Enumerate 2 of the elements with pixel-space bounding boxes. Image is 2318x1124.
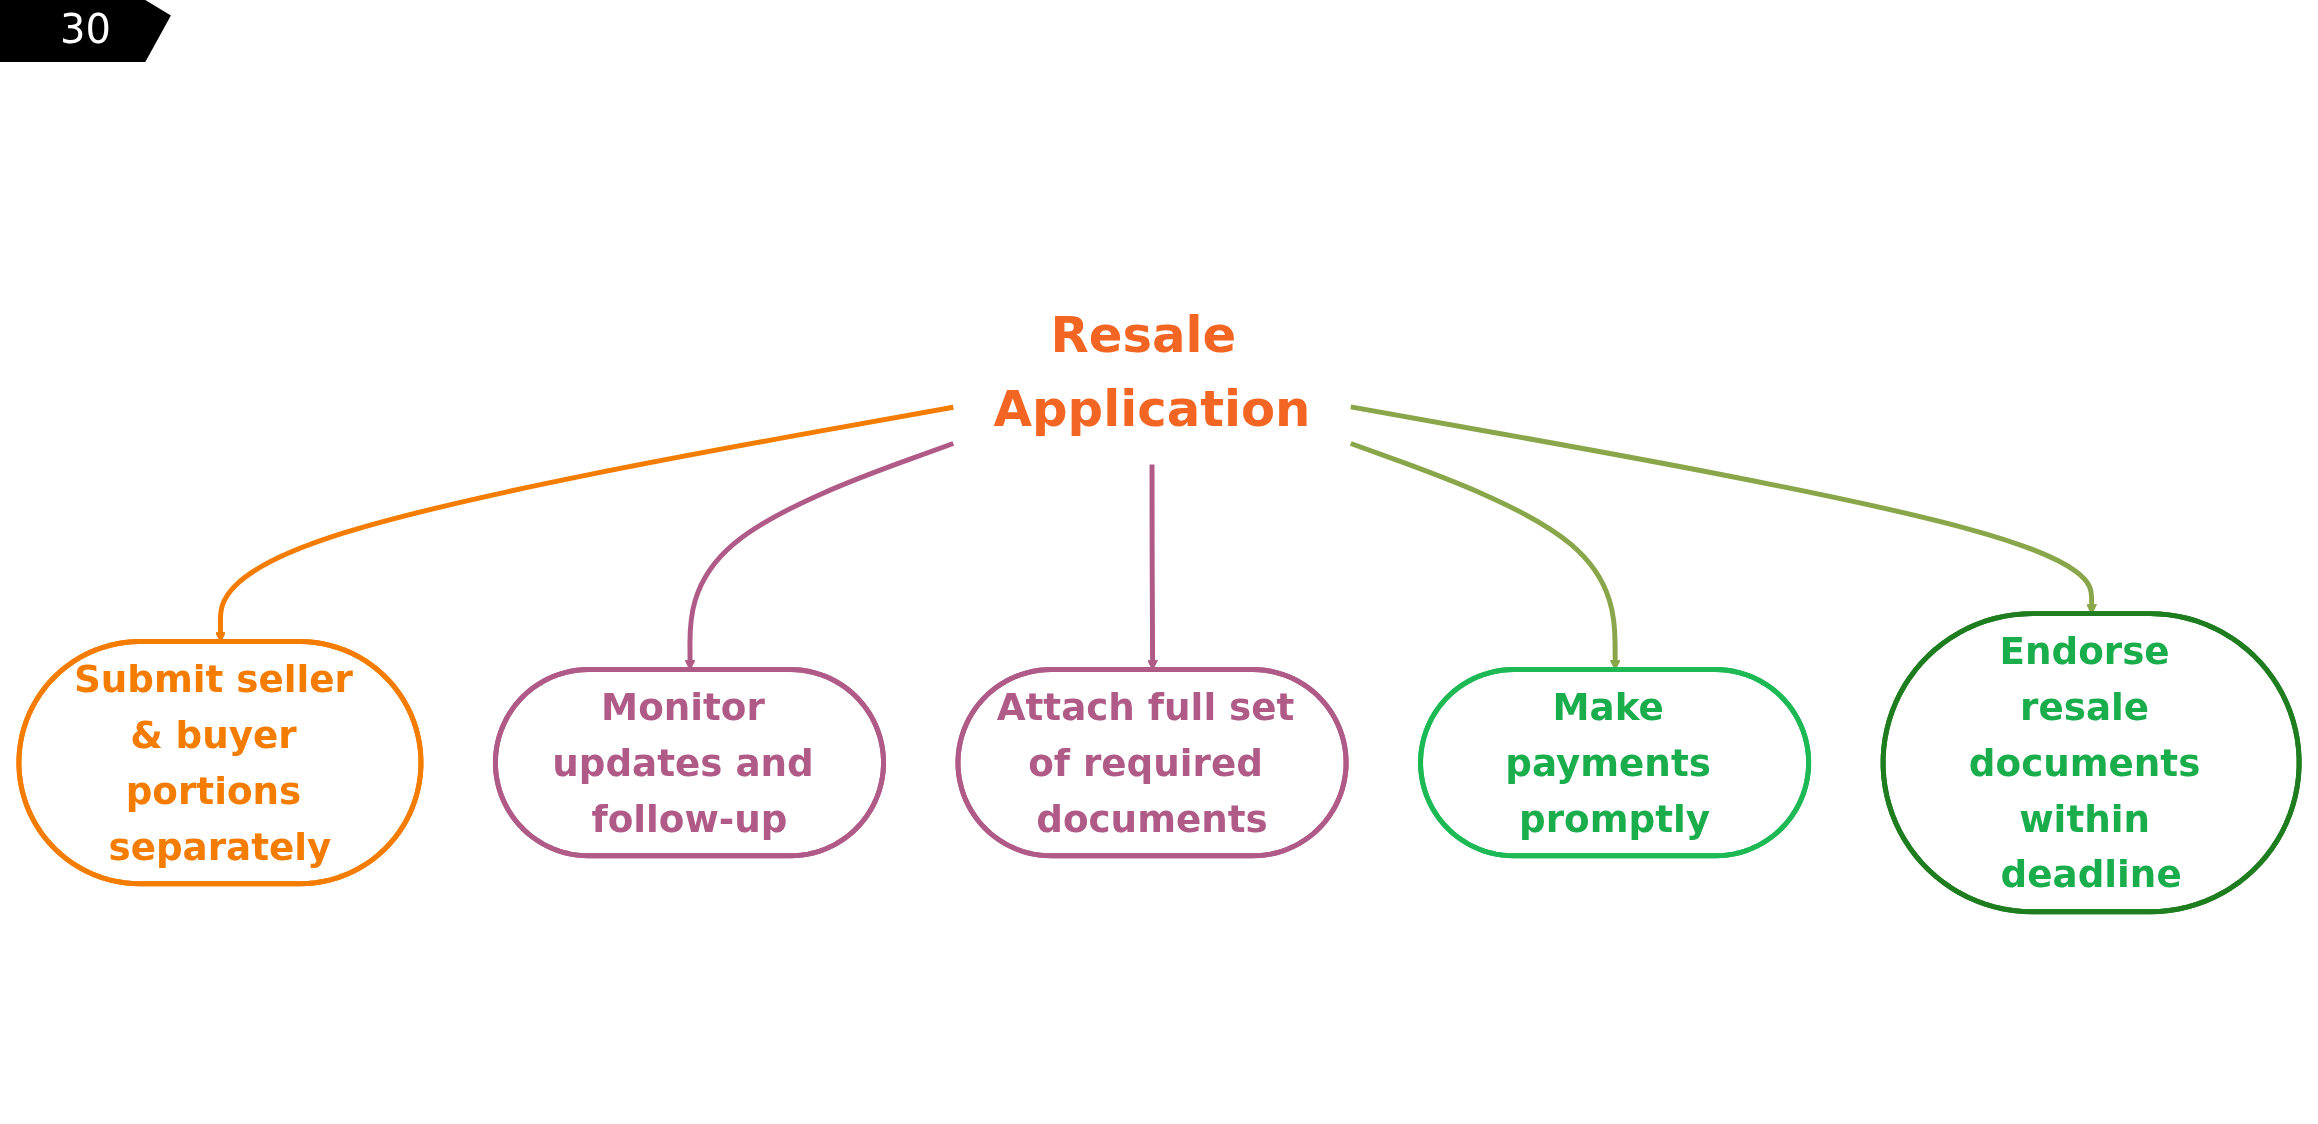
node-text: Resale Application [993, 305, 1311, 438]
page-number: 30 [0, 0, 171, 62]
